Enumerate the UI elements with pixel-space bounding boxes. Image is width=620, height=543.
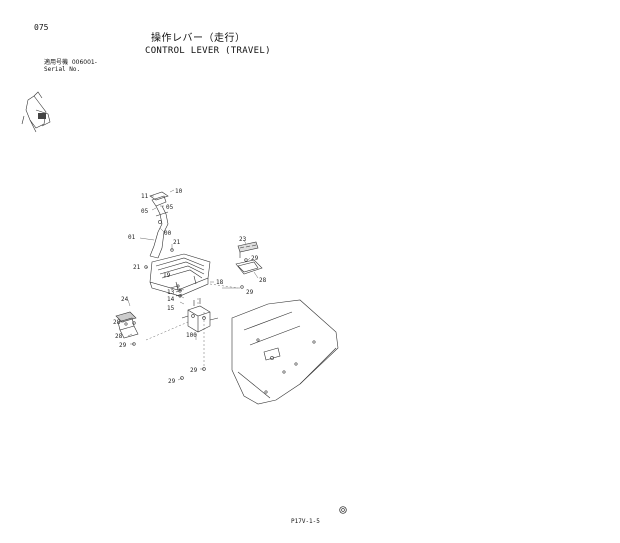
callout-14: 14 xyxy=(167,296,175,303)
callout-19: 19 xyxy=(163,272,171,279)
registered-mark-icon xyxy=(339,506,347,514)
page-title-english: CONTROL LEVER (TRAVEL) xyxy=(145,46,271,56)
callout-10: 10 xyxy=(175,188,183,195)
serial-label-english: Serial No. xyxy=(44,66,81,73)
lever-cover xyxy=(235,241,263,275)
callout-24: 24 xyxy=(121,296,129,303)
serial-row: 適用号機 006001- xyxy=(44,60,97,66)
bolts xyxy=(132,248,248,380)
callout-13: 13 xyxy=(167,289,175,296)
callout-01: 01 xyxy=(128,234,136,241)
floor-plate xyxy=(231,299,339,405)
page-number: 075 xyxy=(34,23,49,32)
callout-28-cover: 28 xyxy=(259,277,267,284)
page-title-japanese: 操作レバー（走行） xyxy=(151,33,246,44)
leader-lines xyxy=(120,189,259,381)
serial-value: 006001- xyxy=(71,59,97,66)
callout-05-left: 05 xyxy=(141,208,149,215)
pilot-valve-block xyxy=(181,298,219,333)
callout-100: 100 xyxy=(186,332,197,339)
callout-05-right: 05 xyxy=(166,204,174,211)
callout-21-upper: 21 xyxy=(173,239,181,246)
callout-00: 00 xyxy=(164,230,172,237)
callout-23: 23 xyxy=(239,236,247,243)
footer-page-code: P17V-1-5 xyxy=(291,518,320,525)
left-pedal xyxy=(115,311,139,339)
callout-29-bottom: 29 xyxy=(168,378,176,385)
callout-18: 18 xyxy=(216,279,224,286)
serial-label-japanese: 適用号機 xyxy=(44,59,69,66)
callout-29-cover: 29 xyxy=(251,255,259,262)
callout-28-lower: 28 xyxy=(115,333,123,340)
callout-11: 11 xyxy=(141,193,149,200)
callout-21-lower: 21 xyxy=(133,264,141,271)
callout-15: 15 xyxy=(167,305,175,312)
callout-29-pedal: 29 xyxy=(119,342,127,349)
machine-locator-thumbnail xyxy=(21,91,51,133)
travel-lever-grip xyxy=(149,191,169,259)
callout-29-valve: 29 xyxy=(190,367,198,374)
callout-28-pedal: 28 xyxy=(113,319,121,326)
callout-29-plate: 29 xyxy=(246,289,254,296)
callout-labels: 10 11 05 05 00 01 21 21 23 29 19 28 18 1… xyxy=(113,188,267,385)
